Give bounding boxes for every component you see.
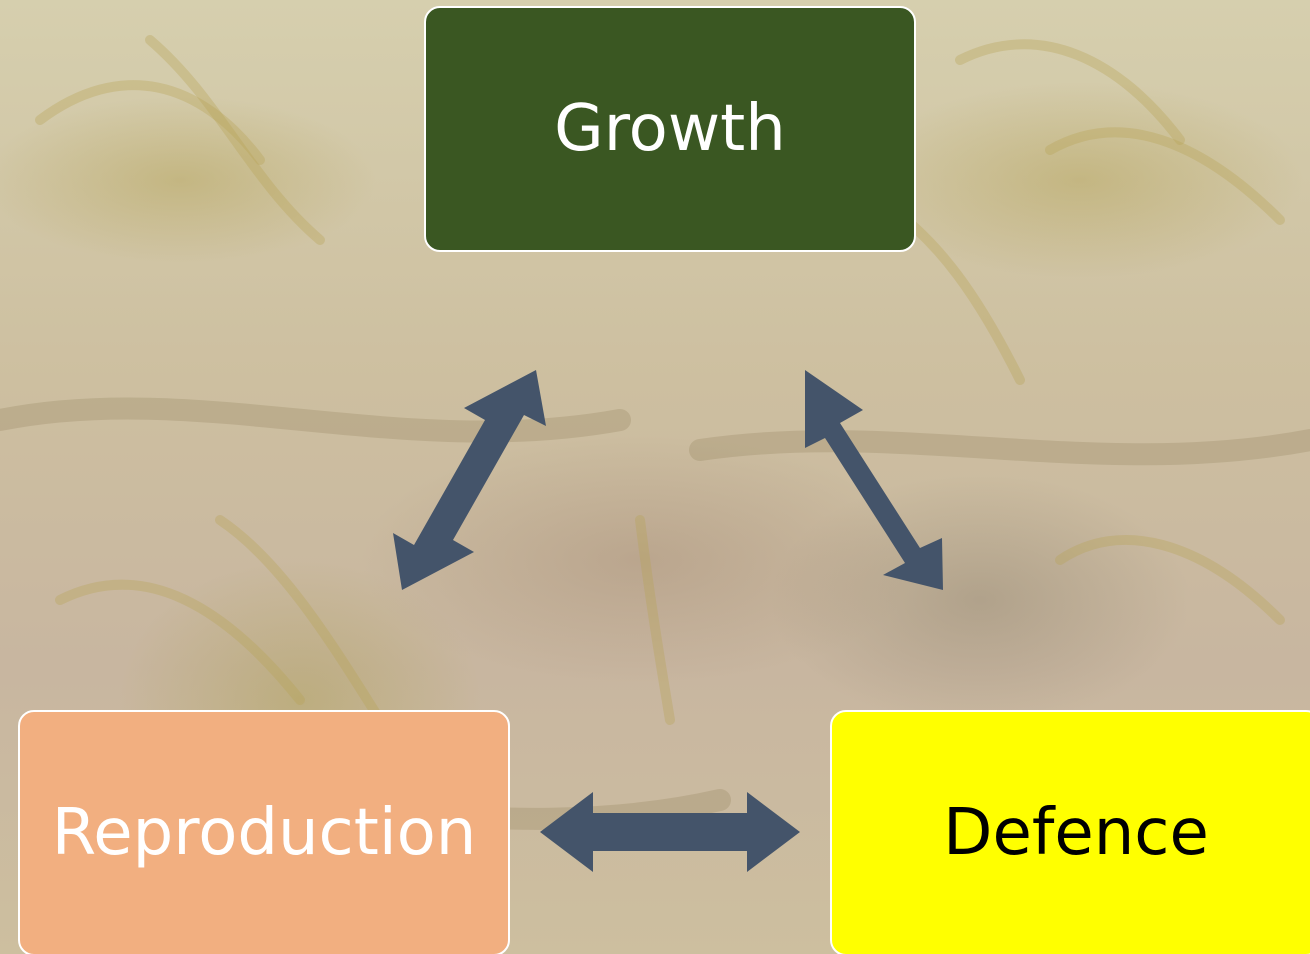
reproduction-label: Reproduction [51, 796, 477, 870]
defence-node: Defence [830, 710, 1310, 954]
growth-node: Growth [424, 6, 916, 252]
growth-reproduction-double-arrow [393, 370, 546, 590]
reproduction-node: Reproduction [18, 710, 510, 954]
growth-label: Growth [554, 92, 786, 166]
reproduction-defence-double-arrow [540, 792, 800, 872]
defence-label: Defence [943, 796, 1209, 870]
growth-defence-double-arrow [805, 370, 943, 590]
